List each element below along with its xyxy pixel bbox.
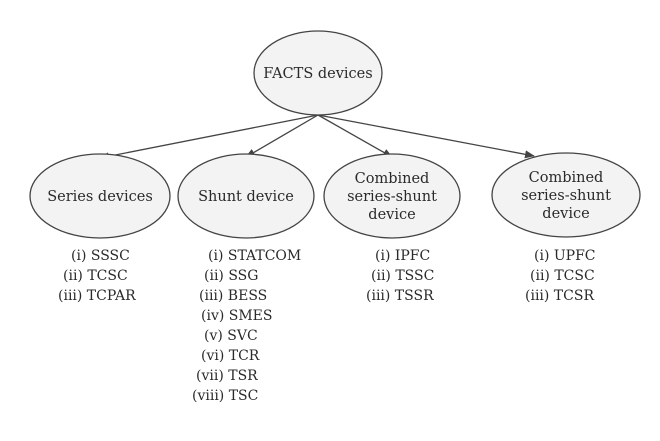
category-label-line: Combined bbox=[529, 170, 604, 186]
category-node-combined-2: Combined series-shunt device bbox=[491, 152, 641, 238]
category-label: Shunt device bbox=[198, 189, 294, 205]
combined-device-list-2: (i) UPFC (ii) TCSC (iii) TCSR bbox=[525, 246, 596, 306]
root-ellipse bbox=[253, 30, 383, 116]
list-item: (viii) TSC bbox=[192, 388, 259, 404]
category-ellipse bbox=[491, 152, 641, 238]
category-node-combined-1: Combined series-shunt device bbox=[323, 153, 461, 239]
list-item: (iii) TCPAR bbox=[58, 288, 136, 304]
series-device-list: (i) SSSC (ii) TCSC (iii) TCPAR bbox=[58, 246, 136, 306]
shunt-device-list: (i) STATCOM (ii) SSG (iii) BESS (iv) SME… bbox=[192, 246, 301, 406]
list-item: (iv) SMES bbox=[201, 308, 273, 324]
list-item: (ii) SSG bbox=[204, 268, 259, 284]
category-ellipse bbox=[323, 153, 461, 239]
category-label-line: series-shunt bbox=[347, 189, 437, 205]
list-item: (vi) TCR bbox=[201, 348, 260, 364]
arrow-to-combined-device-2 bbox=[317, 114, 535, 159]
root-label: FACTS devices bbox=[263, 66, 372, 82]
list-item: (iii) TSSR bbox=[366, 288, 434, 304]
arrow-to-series-devices bbox=[99, 114, 319, 161]
list-item: (i) IPFC bbox=[375, 248, 431, 264]
list-item: (ii) TSSC bbox=[371, 268, 435, 284]
category-ellipse bbox=[177, 153, 315, 239]
list-item: (v) SVC bbox=[204, 328, 258, 344]
category-label: Series devices bbox=[47, 189, 153, 205]
category-label-line: device bbox=[368, 207, 415, 223]
list-item: (iii) BESS bbox=[199, 288, 268, 304]
category-label-line: series-shunt bbox=[521, 188, 611, 204]
category-node-shunt: Shunt device bbox=[177, 153, 315, 239]
category-node-series: Series devices bbox=[29, 153, 171, 239]
category-label-line: device bbox=[542, 206, 589, 222]
list-item: (ii) TCSC bbox=[63, 268, 128, 284]
list-item: (i) SSSC bbox=[71, 248, 130, 264]
list-item: (vii) TSR bbox=[196, 368, 258, 384]
root-node: FACTS devices bbox=[253, 30, 383, 116]
list-item: (i) STATCOM bbox=[208, 248, 302, 264]
list-item: (iii) TCSR bbox=[525, 288, 594, 304]
list-item: (ii) TCSC bbox=[530, 268, 595, 284]
category-ellipse bbox=[29, 153, 171, 239]
arrow-to-combined-device-1 bbox=[317, 114, 393, 158]
combined-device-list-1: (i) IPFC (ii) TSSC (iii) TSSR bbox=[366, 246, 434, 306]
arrow-to-shunt-device bbox=[245, 114, 319, 158]
list-item: (i) UPFC bbox=[534, 248, 596, 264]
category-label-line: Combined bbox=[355, 171, 430, 187]
